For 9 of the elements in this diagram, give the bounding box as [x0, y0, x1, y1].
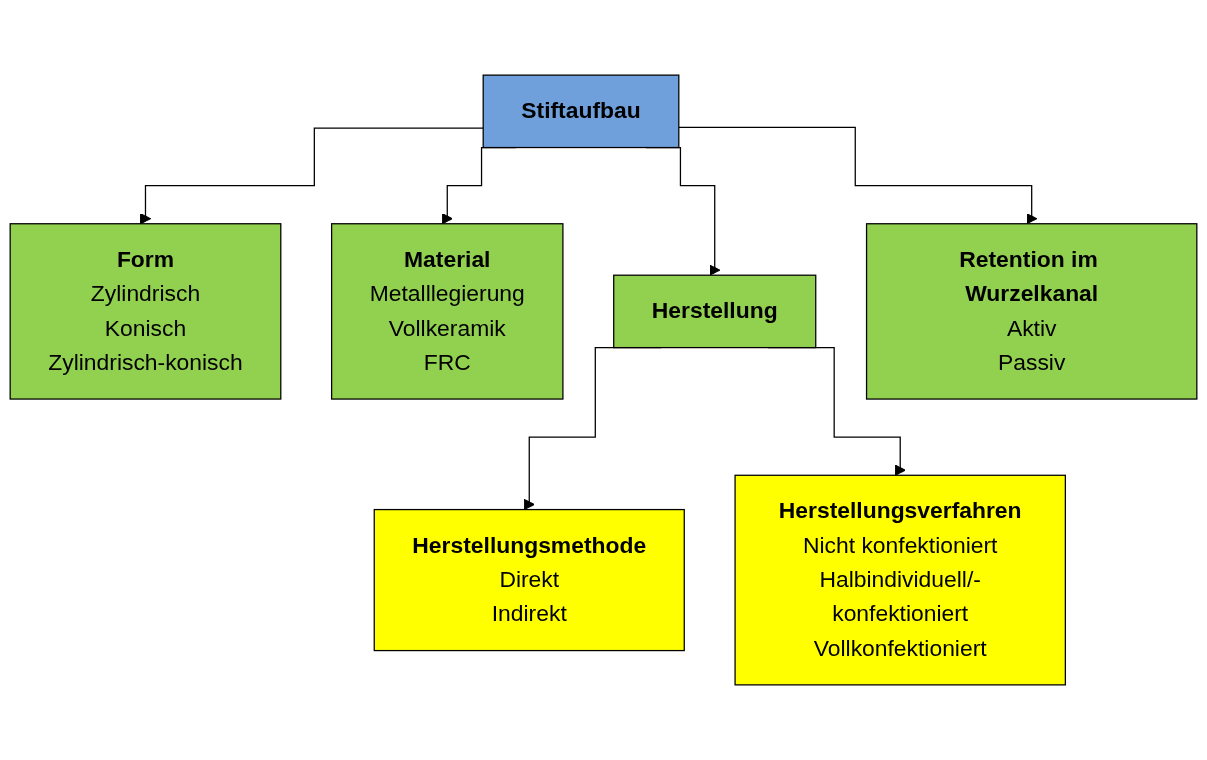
- node-box: Herstellungsverfahren Nicht konfektioniert Halbindividuell/-konfektioniert Vollkonfektioniert: [734, 474, 1066, 686]
- node-box: Retention im Wurzelkanal Aktiv Passiv: [865, 223, 1198, 400]
- arrow: [678, 126, 1038, 225]
- arrow: [139, 127, 484, 225]
- node-box: Herstellung: [613, 274, 817, 349]
- node-box: Herstellungsmethode Direkt Indirekt: [373, 508, 685, 652]
- node-box: Form Zylindrisch Konisch Zylindrisch-konisch: [9, 223, 282, 400]
- node-box: Stiftaufbau: [482, 74, 680, 149]
- node-box: Material Metalllegierung Vollkeramik FRC: [330, 223, 564, 400]
